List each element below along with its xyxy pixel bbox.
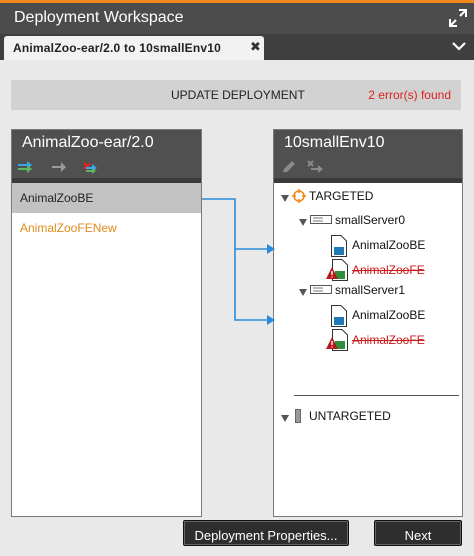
server-label[interactable]: smallServer1 <box>335 283 406 297</box>
next-button[interactable]: Next <box>374 520 462 546</box>
move-icon[interactable] <box>50 159 68 175</box>
edit-icon[interactable] <box>280 159 298 175</box>
title-bar: Deployment Workspace <box>0 0 474 34</box>
tree-app-label[interactable]: AnimalZooBE <box>352 308 426 322</box>
remove-icon[interactable] <box>306 159 324 175</box>
expand-icon[interactable] <box>448 8 468 28</box>
server-icon <box>310 285 332 294</box>
expand-toggle[interactable] <box>281 415 289 422</box>
accent-strip <box>0 0 474 3</box>
server-label[interactable]: smallServer0 <box>335 213 406 227</box>
status-bar: UPDATE DEPLOYMENT 2 error(s) found <box>11 80 461 110</box>
targeted-label: TARGETED <box>309 189 374 203</box>
deployment-properties-button[interactable]: Deployment Properties... <box>183 520 349 546</box>
tab-label: AnimalZoo-ear/2.0 to 10smallEnv10 <box>13 41 222 55</box>
action-label: UPDATE DEPLOYMENT <box>171 88 305 102</box>
target-icon <box>292 189 306 203</box>
chevron-down-icon[interactable] <box>452 40 466 52</box>
document-icon <box>331 305 347 327</box>
divider <box>294 395 459 396</box>
source-title: AnimalZoo-ear/2.0 <box>12 130 201 156</box>
error-icon <box>326 259 348 281</box>
map-icon[interactable] <box>16 159 34 175</box>
list-item-animalzoobe[interactable]: AnimalZooBE <box>12 183 201 213</box>
close-icon[interactable]: ✖ <box>250 39 261 54</box>
tab-bar: AnimalZoo-ear/2.0 to 10smallEnv10 ✖ <box>0 34 474 60</box>
window-title: Deployment Workspace <box>14 9 184 26</box>
expand-toggle[interactable] <box>299 289 307 296</box>
source-toolbar <box>12 156 201 178</box>
untargeted-icon <box>295 409 301 423</box>
unmap-icon[interactable] <box>80 159 98 175</box>
target-panel: 10smallEnv10 TARGETED <box>273 129 463 517</box>
target-toolbar <box>274 156 462 178</box>
source-panel: AnimalZoo-ear/2.0 AnimalZooBE AnimalZooF… <box>11 129 202 517</box>
tree-app-label[interactable]: AnimalZooBE <box>352 238 426 252</box>
tab-deployment[interactable]: AnimalZoo-ear/2.0 to 10smallEnv10 ✖ <box>4 36 264 60</box>
untargeted-label: UNTARGETED <box>309 409 391 423</box>
tree-app-error-label[interactable]: AnimalZooFE <box>352 263 425 277</box>
document-icon <box>331 235 347 257</box>
error-icon <box>326 329 348 351</box>
list-item-animalzoofenew[interactable]: AnimalZooFENew <box>20 221 117 235</box>
expand-toggle[interactable] <box>299 219 307 226</box>
target-title: 10smallEnv10 <box>274 130 462 156</box>
tree-app-error-label[interactable]: AnimalZooFE <box>352 333 425 347</box>
server-icon <box>310 215 332 224</box>
error-count[interactable]: 2 error(s) found <box>368 88 451 102</box>
workspace-content: UPDATE DEPLOYMENT 2 error(s) found Anima… <box>0 60 474 556</box>
expand-toggle[interactable] <box>281 195 289 202</box>
